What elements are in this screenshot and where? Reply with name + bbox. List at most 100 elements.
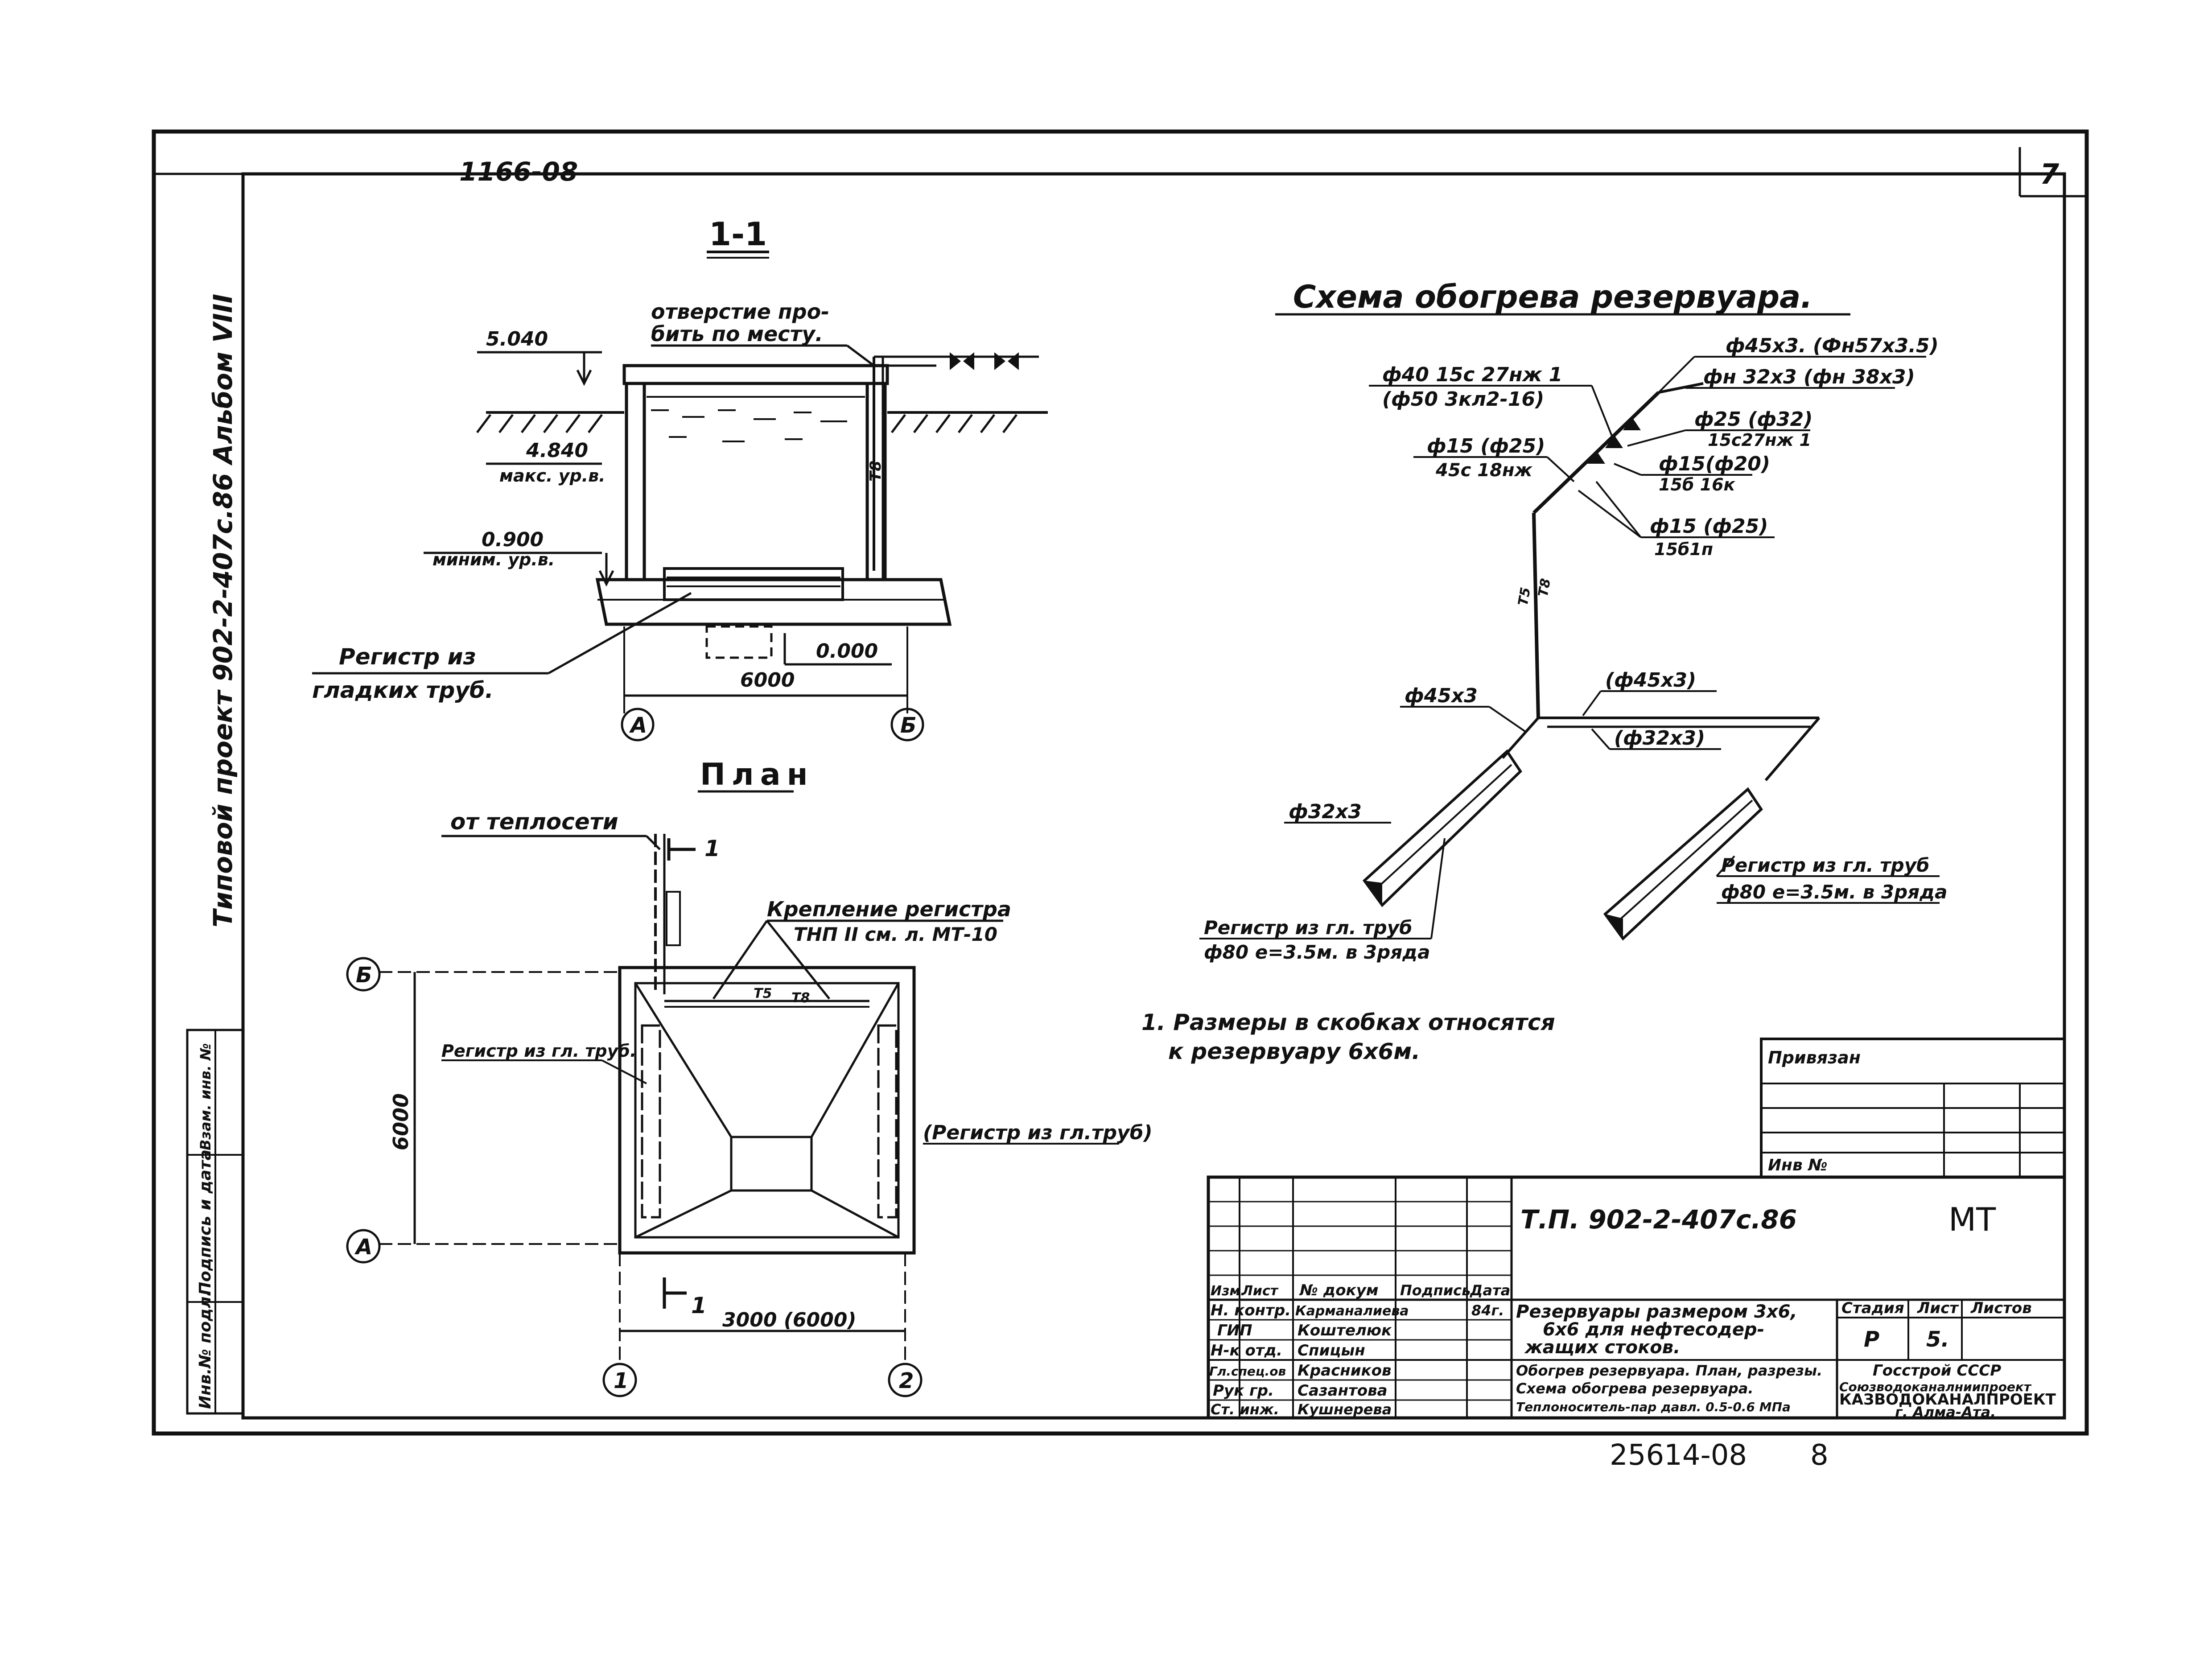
scheme-reg-left-2: ф80 е=3.5м. в 3ряда bbox=[1204, 941, 1430, 963]
side-stamp-sign: Подпись и дата bbox=[196, 1149, 214, 1295]
scheme-l4a: ф15 (ф25) bbox=[1427, 435, 1545, 457]
tb-code: Т.П. 902-2-407с.86 bbox=[1520, 1204, 1797, 1235]
privyazan-label: Привязан bbox=[1768, 1048, 1861, 1067]
tb-r6-role: Ст. инж. bbox=[1211, 1401, 1279, 1418]
hole-note-2: бить по месту. bbox=[651, 322, 823, 346]
elev-max-label: макс. ур.в. bbox=[499, 466, 606, 486]
scheme-l2b: (ф50 3кл2-16) bbox=[1382, 388, 1544, 411]
scheme-l3b: 15с27нж 1 bbox=[1708, 430, 1811, 450]
plan-pipe-t5: Т5 bbox=[754, 986, 772, 1001]
scheme-l1b: фн 32х3 (фн 38х3) bbox=[1703, 366, 1915, 388]
tb-r6-name: Кушнерева bbox=[1298, 1401, 1392, 1418]
plan-reg-left: Регистр из гл. труб. bbox=[441, 1041, 636, 1061]
side-stamp-inv: Инв.№ подл. bbox=[196, 1290, 214, 1409]
tb-sheet-h: Лист bbox=[1917, 1299, 1959, 1317]
tb-r5-role: Рук гр. bbox=[1213, 1382, 1274, 1400]
tb-stage-h: Стадия bbox=[1841, 1299, 1904, 1317]
side-vertical-text: Типовой проект 902-2-407с.86 Альбом VIII bbox=[208, 294, 238, 927]
elev-min: 0.900 bbox=[482, 528, 544, 551]
plan-axis-2: 2 bbox=[899, 1368, 914, 1393]
plan-section-mark-bottom: 1 bbox=[691, 1293, 707, 1318]
plan-section-mark-top: 1 bbox=[704, 836, 720, 861]
scheme-l7: ф45х3 bbox=[1405, 684, 1478, 707]
tb-sheet: 5. bbox=[1926, 1327, 1949, 1352]
heating-scheme: Схема обогрева резервуара. Т5 Т8 ф45х3. … bbox=[1199, 279, 1947, 963]
tb-h-doc: № докум bbox=[1299, 1281, 1379, 1299]
tb-h-list: Лист bbox=[1241, 1283, 1279, 1299]
plan-axis-b: Б bbox=[356, 963, 372, 988]
tb-r2-name: Коштелюк bbox=[1298, 1322, 1392, 1339]
tb-stage: Р bbox=[1864, 1327, 1879, 1352]
plan-axis-1: 1 bbox=[614, 1368, 628, 1393]
tb-sheets-h: Листов bbox=[1970, 1299, 2032, 1317]
scheme-reg-right-1: Регистр из гл. труб bbox=[1721, 854, 1929, 876]
scheme-l4b: 45с 18нж bbox=[1435, 460, 1533, 481]
outer-frame bbox=[152, 129, 2089, 1436]
scheme-l3a: ф25 (ф32) bbox=[1694, 408, 1812, 431]
title-block: Т.П. 902-2-407с.86 МТ Изм. Лист № докум … bbox=[1207, 1175, 2066, 1421]
section-dim: 6000 bbox=[740, 669, 795, 692]
elev-max: 4.840 bbox=[526, 439, 588, 462]
elev-min-label: миним. ур.в. bbox=[433, 550, 555, 569]
scheme-l6b: 15б1п bbox=[1654, 540, 1713, 559]
hole-note-1: отверстие про- bbox=[651, 300, 829, 324]
tb-desc1-2: 6х6 для нефтесодер- bbox=[1543, 1319, 1764, 1340]
section-register-2: гладких труб. bbox=[312, 677, 494, 703]
tb-r5-name: Сазантова bbox=[1298, 1382, 1388, 1400]
binding-stamp: Привязан Инв № bbox=[1760, 1038, 2066, 1178]
scheme-reg-left-1: Регистр из гл. труб bbox=[1204, 917, 1412, 939]
tb-desc2-1: Обогрев резервуара. План, разрезы. bbox=[1516, 1362, 1822, 1379]
section-register-1: Регистр из bbox=[339, 644, 476, 670]
tb-r4-role: Гл.спец.ов bbox=[1209, 1364, 1286, 1379]
scheme-t8: Т8 bbox=[1535, 577, 1554, 598]
fixing-note-1: Крепление регистра bbox=[767, 897, 1011, 921]
plan-title: План bbox=[700, 757, 814, 792]
general-note: 1. Размеры в скобках относятся к резерву… bbox=[1141, 1009, 1555, 1064]
tb-r3-name: Спицын bbox=[1298, 1342, 1365, 1359]
note-line-2: к резервуару 6х6м. bbox=[1168, 1038, 1420, 1064]
scheme-reg-right-2: ф80 е=3.5м. в 3ряда bbox=[1721, 881, 1947, 903]
section-pipe-mark: Т8 bbox=[867, 461, 885, 482]
tb-desc1-3: жащих стоков. bbox=[1524, 1337, 1680, 1358]
plan-dim-v: 6000 bbox=[389, 1093, 413, 1150]
tb-desc2-3: Теплоноситель-пар давл. 0.5-0.6 МПа bbox=[1516, 1400, 1791, 1414]
scheme-l1a: ф45х3. (Фн57х3.5) bbox=[1726, 334, 1939, 357]
plan-axis-a: А bbox=[354, 1235, 372, 1260]
scheme-l8: (ф45х3) bbox=[1605, 669, 1696, 692]
plan-view: План Т5 Т8 от теплосети 1 Крепление реги… bbox=[346, 757, 1153, 1397]
tb-desc2-2: Схема обогрева резервуара. bbox=[1516, 1380, 1754, 1397]
scheme-l5b: 15б 16к bbox=[1659, 475, 1736, 494]
plan-reg-right: (Регистр из гл.труб) bbox=[923, 1121, 1153, 1144]
tb-r2-role: ГИП bbox=[1217, 1322, 1252, 1339]
tb-r4-name: Красников bbox=[1298, 1362, 1392, 1380]
tb-org-4: г. Алма-Ата. bbox=[1895, 1404, 1996, 1421]
tb-org-1: Госстрой СССР bbox=[1873, 1362, 2001, 1380]
tb-mark: МТ bbox=[1948, 1201, 1996, 1238]
elev-top: 5.040 bbox=[486, 328, 548, 350]
section-title: 1-1 bbox=[709, 215, 767, 253]
tb-desc1-1: Резервуары размером 3х6, bbox=[1516, 1302, 1797, 1322]
bottom-number: 25614-08 bbox=[1610, 1439, 1747, 1472]
side-stamp: Инв.№ подл. Подпись и дата Взам. инв. № bbox=[186, 1029, 244, 1415]
tb-r1-name: Карманалиева bbox=[1295, 1303, 1409, 1319]
tb-h-sign: Подпись bbox=[1400, 1282, 1471, 1299]
scheme-title: Схема обогрева резервуара. bbox=[1293, 279, 1812, 315]
scheme-t5: Т5 bbox=[1515, 586, 1534, 607]
section-axis-a: А bbox=[629, 713, 647, 738]
tb-org-2: Союзводоканалниипроект bbox=[1839, 1380, 2032, 1394]
elev-zero: 0.000 bbox=[816, 640, 878, 663]
scheme-l10: ф32х3 bbox=[1289, 800, 1362, 823]
plan-dim-h: 3000 (6000) bbox=[722, 1309, 856, 1331]
bottom-page: 8 bbox=[1810, 1439, 1829, 1472]
section-1-1: 1-1 Т8 5.040 bbox=[312, 215, 1048, 741]
section-axis-b: Б bbox=[900, 713, 917, 738]
top-number: 1166-08 bbox=[459, 157, 578, 187]
plan-pipe-t8: Т8 bbox=[791, 990, 810, 1006]
scheme-l2a: ф40 15с 27нж 1 bbox=[1382, 363, 1562, 386]
scheme-l9: (ф32х3) bbox=[1614, 727, 1705, 750]
tb-r1-date: 84г. bbox=[1471, 1302, 1504, 1319]
tb-h-date: Дата bbox=[1470, 1282, 1510, 1299]
sheet-corner-number: 7 bbox=[2040, 158, 2060, 190]
fixing-note-2: ТНП II см. л. МТ-10 bbox=[794, 923, 997, 945]
